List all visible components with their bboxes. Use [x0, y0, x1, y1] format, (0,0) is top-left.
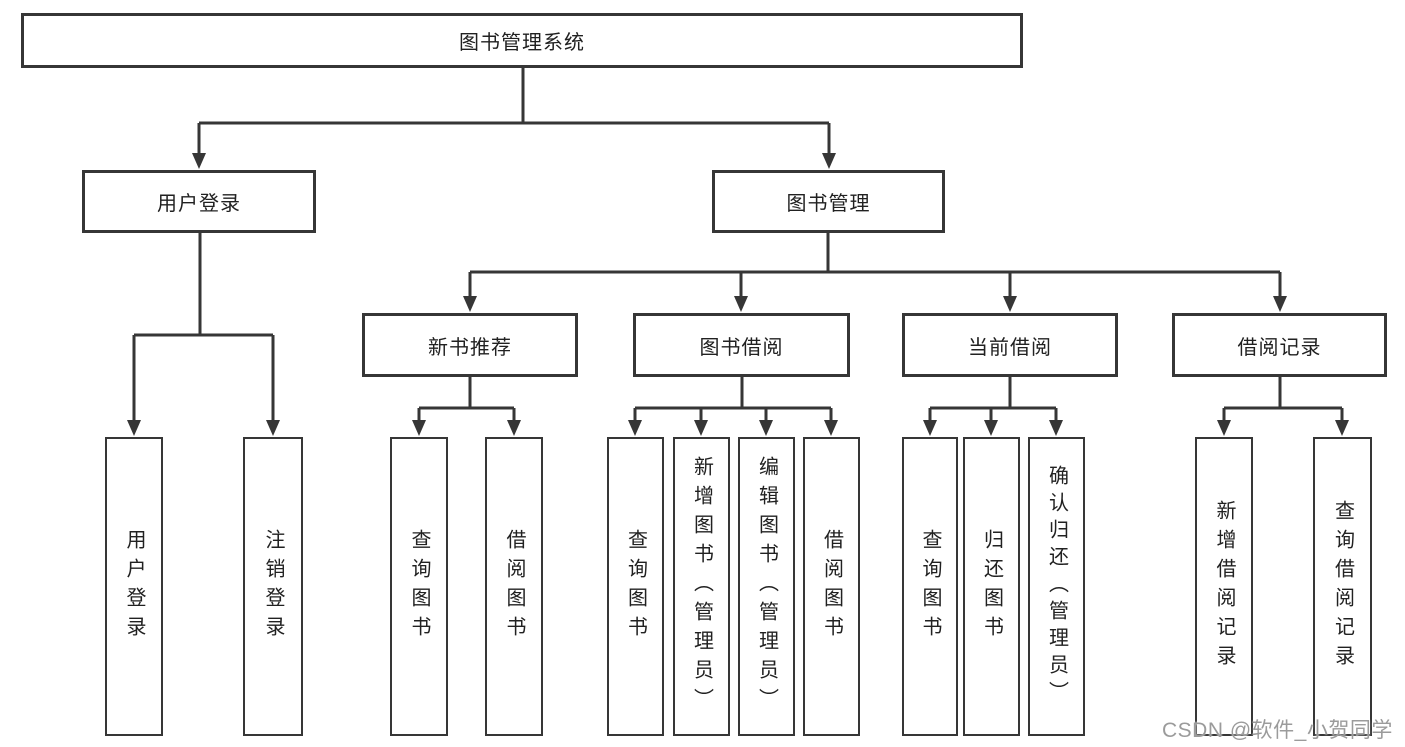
leaf-add-books-admin-label: 新增图书（管理员）: [690, 456, 713, 717]
edge-book-borrowing-to-leaves: [633, 377, 833, 421]
edge-book-management-to-level3: [468, 233, 1282, 297]
leaf-query-books-borrowing: 查询图书: [607, 437, 664, 736]
leaf-borrow-books-borrowing-label: 借阅图书: [820, 528, 843, 645]
edge-root-to-level2: [197, 68, 831, 155]
leaf-query-books-current: 查询图书: [902, 437, 958, 736]
node-current-borrowing: 当前借阅: [902, 313, 1118, 377]
leaf-edit-books-admin-label: 编辑图书（管理员）: [755, 456, 778, 717]
node-borrowing-records: 借阅记录: [1172, 313, 1387, 377]
edge-new-book-recommend-to-leaves: [417, 377, 516, 421]
edge-user-login-to-leaves: [132, 233, 275, 421]
leaf-add-borrowing-record: 新增借阅记录: [1195, 437, 1253, 736]
edge-borrowing-records-to-leaves: [1222, 377, 1344, 421]
leaf-logout-label: 注销登录: [262, 528, 284, 645]
leaf-add-books-admin: 新增图书（管理员）: [673, 437, 730, 736]
leaf-query-books-current-label: 查询图书: [919, 528, 941, 645]
node-new-book-recommend: 新书推荐: [362, 313, 578, 377]
arrowheads-level3: [463, 296, 1287, 312]
leaf-borrow-books-borrowing: 借阅图书: [803, 437, 860, 736]
leaf-query-borrowing-record-label: 查询借阅记录: [1331, 499, 1354, 674]
leaf-edit-books-admin: 编辑图书（管理员）: [738, 437, 795, 736]
leaf-return-books-label: 归还图书: [980, 528, 1003, 645]
leaf-add-borrowing-record-label: 新增借阅记录: [1213, 499, 1235, 674]
node-root-system: 图书管理系统: [21, 13, 1023, 68]
arrowheads-leaves: [412, 420, 1349, 436]
leaf-query-books-recommend: 查询图书: [390, 437, 448, 736]
leaf-user-login: 用户登录: [105, 437, 163, 736]
leaf-logout: 注销登录: [243, 437, 303, 736]
leaf-user-login-label: 用户登录: [123, 528, 145, 645]
csdn-watermark: CSDN @软件_小贺同学: [1162, 719, 1393, 742]
node-user-login: 用户登录: [82, 170, 316, 233]
leaf-return-books: 归还图书: [963, 437, 1020, 736]
node-book-management: 图书管理: [712, 170, 945, 233]
leaf-query-borrowing-record: 查询借阅记录: [1313, 437, 1372, 736]
leaf-confirm-return-admin-label: 确认归还（管理员）: [1045, 465, 1068, 708]
node-book-borrowing: 图书借阅: [633, 313, 850, 377]
leaf-borrow-books-recommend-label: 借阅图书: [503, 528, 525, 645]
arrowheads-level2: [192, 153, 836, 169]
arrowheads-user-login-leaves: [127, 420, 280, 436]
edge-current-borrowing-to-leaves: [928, 377, 1058, 421]
leaf-query-books-borrowing-label: 查询图书: [624, 528, 647, 645]
leaf-confirm-return-admin: 确认归还（管理员）: [1028, 437, 1085, 736]
leaf-borrow-books-recommend: 借阅图书: [485, 437, 543, 736]
leaf-query-books-recommend-label: 查询图书: [408, 528, 430, 645]
